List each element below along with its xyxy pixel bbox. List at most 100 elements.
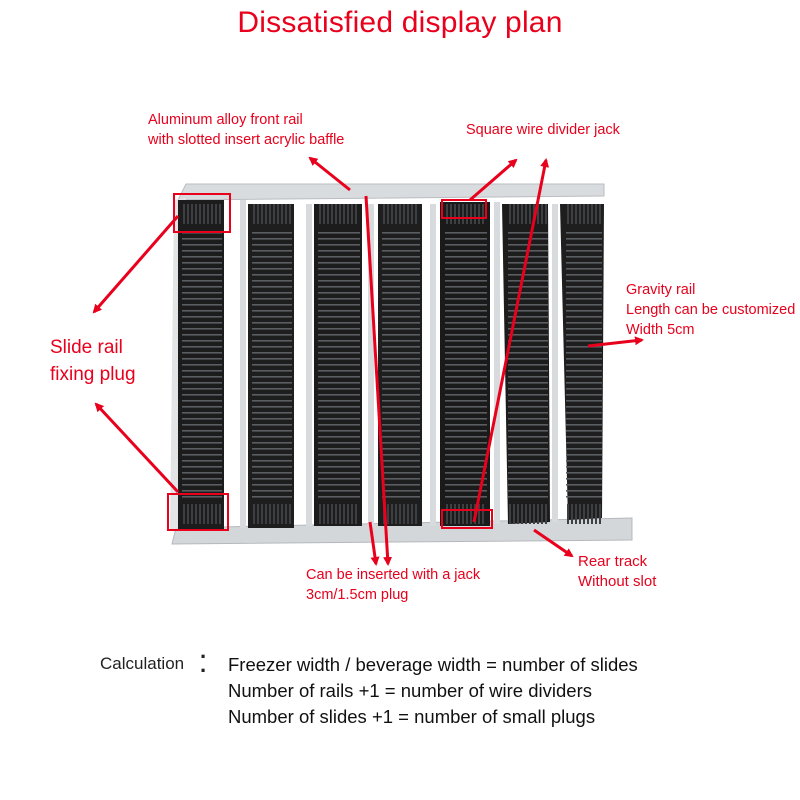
- rail-rib: [508, 466, 548, 468]
- rail-rib: [508, 400, 548, 402]
- rail-rib: [318, 478, 360, 480]
- rail-rib: [318, 484, 360, 486]
- rail-rib: [382, 244, 420, 246]
- rail-rib: [382, 376, 420, 378]
- rail-rib: [318, 442, 360, 444]
- rail-rib: [566, 454, 602, 456]
- plug-tooth: [319, 204, 321, 224]
- rail-rib: [182, 466, 222, 468]
- rail-rib: [252, 418, 292, 420]
- label-jack-plug-line-2: 3cm/1.5cm plug: [306, 587, 409, 603]
- rail-rib: [508, 448, 548, 450]
- rail-rib: [508, 280, 548, 282]
- rail-rib: [182, 274, 222, 276]
- arrow-jack-plug-1: [364, 195, 393, 566]
- plug-tooth: [339, 504, 341, 524]
- rail-rib: [318, 466, 360, 468]
- rail-rib: [382, 394, 420, 396]
- rail-rib: [318, 376, 360, 378]
- rail-rib: [252, 328, 292, 330]
- rail-rib: [318, 322, 360, 324]
- rail-rib: [252, 460, 292, 462]
- rail-rib: [445, 250, 487, 252]
- calculation-lines: Freezer width / beverage width = number …: [228, 652, 638, 730]
- rail-rib: [508, 460, 548, 462]
- plug-tooth: [199, 504, 201, 524]
- rail-rib: [566, 364, 602, 366]
- rail-rib: [382, 292, 420, 294]
- plug-tooth: [289, 504, 291, 524]
- rail-rib: [318, 328, 360, 330]
- plug-tooth: [261, 504, 263, 524]
- plug-tooth: [281, 204, 283, 224]
- rail-rib: [182, 436, 222, 438]
- rail-rib: [182, 370, 222, 372]
- rail-rib: [252, 364, 292, 366]
- rail-rib: [445, 430, 487, 432]
- rail-rib: [382, 310, 420, 312]
- plug-tooth: [391, 504, 393, 524]
- rail-rib: [508, 232, 548, 234]
- rail-rib: [445, 310, 487, 312]
- rail-rib: [252, 244, 292, 246]
- rail-rib: [182, 400, 222, 402]
- rail-rib: [566, 358, 602, 360]
- rail-rib: [508, 364, 548, 366]
- rail-rib: [318, 436, 360, 438]
- plug-tooth: [327, 504, 329, 524]
- rail-rib: [252, 478, 292, 480]
- label-jack-plug: Can be inserted with a jack 3cm/1.5cm pl…: [306, 565, 480, 605]
- rail-rib: [318, 424, 360, 426]
- rail-rib: [318, 358, 360, 360]
- rail-rib: [252, 316, 292, 318]
- rail-rib: [508, 268, 548, 270]
- rail-rib: [182, 238, 222, 240]
- plug-tooth: [537, 204, 539, 224]
- rail-rib: [445, 340, 487, 342]
- rail-rib: [566, 322, 602, 324]
- rail-rib: [566, 244, 602, 246]
- rail-rib: [566, 238, 602, 240]
- rail-rib: [445, 346, 487, 348]
- plug-tooth: [261, 204, 263, 224]
- rail-rib: [182, 406, 222, 408]
- rail-rib: [252, 352, 292, 354]
- rail-rib: [382, 442, 420, 444]
- rail-rib: [318, 316, 360, 318]
- rail-rib: [445, 448, 487, 450]
- rail-rib: [318, 388, 360, 390]
- rail-rib: [508, 262, 548, 264]
- label-gravity-rail-line-2: Length can be customized: [626, 302, 796, 318]
- plug-tooth: [319, 504, 321, 524]
- rail-rib: [566, 292, 602, 294]
- plug-tooth: [579, 204, 581, 224]
- plug-tooth: [470, 504, 472, 524]
- rail-rib: [318, 256, 360, 258]
- rail-rib: [182, 340, 222, 342]
- rail-rib: [566, 256, 602, 258]
- rail-rib: [252, 412, 292, 414]
- plug-tooth: [411, 204, 413, 224]
- rail-rib: [318, 430, 360, 432]
- rail-rib: [445, 454, 487, 456]
- rail-rib: [252, 304, 292, 306]
- rail-rib: [182, 388, 222, 390]
- rail-rib: [445, 424, 487, 426]
- rail-rib: [182, 316, 222, 318]
- calculation-colon-icon: ··: [200, 644, 208, 683]
- label-rear-track-line-1: Rear track: [578, 553, 648, 570]
- plug-tooth: [541, 504, 543, 524]
- rail-rib: [182, 334, 222, 336]
- plug-tooth: [351, 504, 353, 524]
- arrow-front-rail: [308, 156, 351, 192]
- plug-tooth: [482, 504, 484, 524]
- plug-tooth: [450, 504, 452, 524]
- rail-rib: [318, 274, 360, 276]
- rail-rib: [445, 286, 487, 288]
- diagram-title: Dissatisfied display plan: [237, 6, 563, 39]
- plug-tooth: [599, 204, 601, 224]
- plug-tooth: [289, 204, 291, 224]
- rail-rib: [382, 460, 420, 462]
- rail-rib: [566, 298, 602, 300]
- plug-tooth: [545, 504, 547, 524]
